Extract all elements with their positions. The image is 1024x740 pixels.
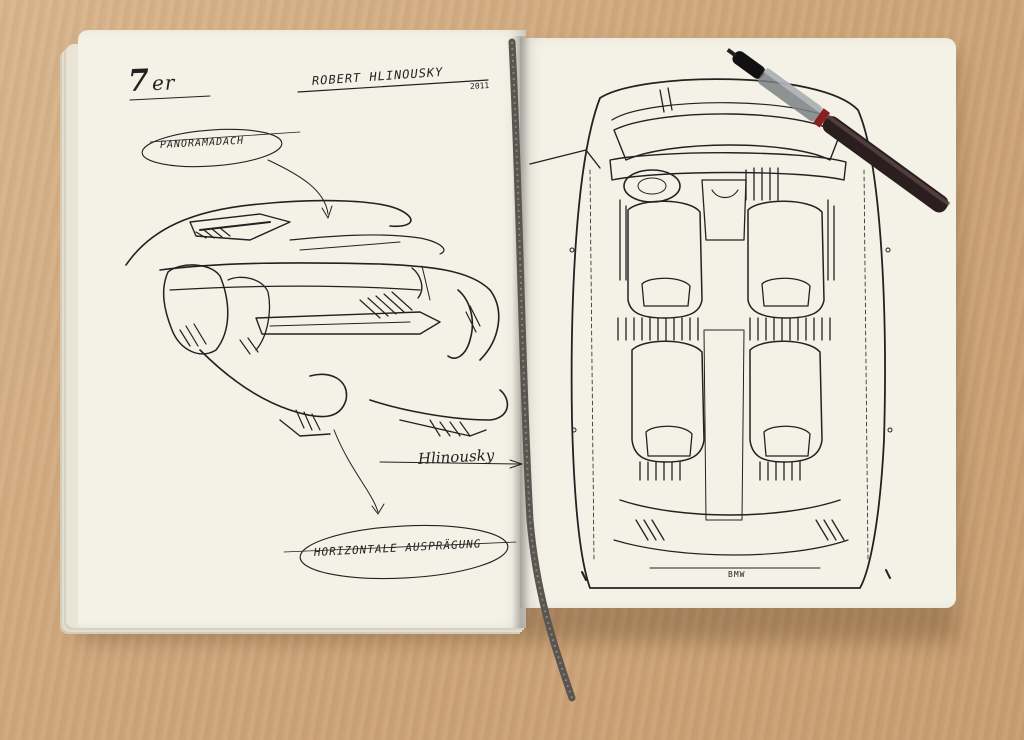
model-name: 7er (127, 62, 175, 99)
model-suffix: er (151, 70, 176, 96)
right-page (520, 38, 956, 608)
brand-label: BMW (728, 570, 746, 579)
sketch-year: 2011 (469, 80, 490, 91)
model-number: 7 (127, 63, 151, 99)
left-page (78, 30, 526, 628)
